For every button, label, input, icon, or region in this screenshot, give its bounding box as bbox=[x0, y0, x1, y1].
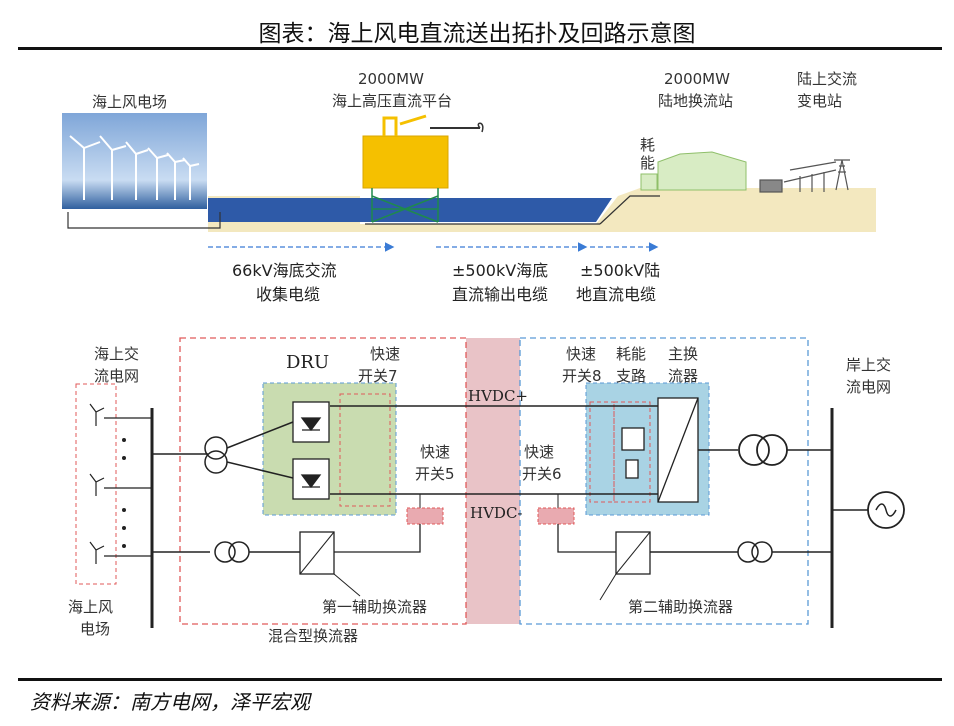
fast-switch-7-box bbox=[339, 393, 391, 507]
hvdc-platform bbox=[362, 114, 484, 223]
wind-turbine-icons bbox=[69, 135, 200, 200]
hvdc-negative-label: HVDC- bbox=[470, 504, 523, 522]
onshore-name: 陆地换流站 bbox=[658, 92, 733, 110]
bottom-rule bbox=[18, 678, 942, 681]
top-rule bbox=[18, 47, 942, 50]
seg1-label-1: 66kV海底交流 bbox=[232, 261, 337, 280]
chopper-label-2: 支路 bbox=[616, 367, 646, 385]
fast-switch-8-box bbox=[589, 401, 615, 503]
main-converter-label-1: 主换 bbox=[668, 345, 698, 363]
sw6-label-2: 开关6 bbox=[522, 465, 562, 483]
sw7-label-1: 快速 bbox=[370, 345, 400, 363]
windfarm-label-2: 电场 bbox=[80, 620, 110, 638]
main-converter-label-2: 流器 bbox=[668, 367, 698, 385]
chopper-label-1: 耗能 bbox=[616, 345, 646, 363]
sw8-label-1: 快速 bbox=[566, 345, 596, 363]
substation-label-1: 陆上交流 bbox=[797, 70, 857, 88]
sw6-label-1: 快速 bbox=[524, 443, 554, 461]
substation-label-2: 变电站 bbox=[797, 92, 842, 110]
seg3-label-2: 地直流电缆 bbox=[576, 285, 656, 304]
substation-icon bbox=[759, 159, 850, 193]
chopper-box bbox=[613, 401, 651, 503]
diode-bridge-icons bbox=[292, 401, 330, 500]
seg2-label-1: ±500kV海底 bbox=[452, 261, 548, 280]
sw8-label-2: 开关8 bbox=[562, 367, 602, 385]
top-scene: 海上风电场 2000MW 海上高压直流平台 耗 能 2000MW 陆地换流站 陆… bbox=[62, 70, 876, 304]
sw7-label-2: 开关7 bbox=[358, 367, 398, 385]
aux-converter-1-label: 第一辅助换流器 bbox=[322, 598, 427, 616]
onshore-converter-box bbox=[519, 337, 809, 625]
ac-cable bbox=[67, 212, 221, 229]
platform-power: 2000MW bbox=[358, 70, 424, 88]
sw5-label-1: 快速 bbox=[420, 443, 450, 461]
seg2-label-2: 直流输出电缆 bbox=[452, 285, 548, 304]
sea bbox=[208, 198, 612, 222]
figure-title: 图表：海上风电直流送出拓扑及回路示意图 bbox=[258, 21, 696, 47]
energy-label-1: 耗 bbox=[640, 136, 655, 154]
fast-switch-6-box bbox=[537, 507, 575, 525]
hvdc-link-band bbox=[466, 338, 520, 624]
shore-grid-label-2: 流电网 bbox=[846, 378, 891, 396]
source-note: 资料来源：南方电网，泽平宏观 bbox=[30, 690, 310, 714]
windfarm-label-1: 海上风 bbox=[68, 598, 113, 616]
sw5-label-2: 开关5 bbox=[415, 465, 455, 483]
turbine-symbols bbox=[89, 403, 152, 564]
hybrid-converter-box bbox=[179, 337, 467, 625]
hybrid-converter-label: 混合型换流器 bbox=[268, 627, 358, 645]
fast-switch-5-box bbox=[406, 507, 444, 525]
onshore-power: 2000MW bbox=[664, 70, 730, 88]
seg1-label-2: 收集电缆 bbox=[256, 285, 320, 304]
circuit-diagram bbox=[75, 337, 905, 628]
aux-converter-2-label: 第二辅助换流器 bbox=[628, 598, 733, 616]
offshore-grid-label-2: 流电网 bbox=[94, 367, 139, 385]
land bbox=[360, 188, 876, 232]
energy-consumption-box bbox=[640, 173, 658, 191]
shore-grid-label-1: 岸上交 bbox=[846, 356, 891, 374]
hvdc-positive-label: HVDC+ bbox=[468, 387, 528, 405]
seg3-label-1: ±500kV陆 bbox=[580, 261, 660, 280]
converter-station-building bbox=[657, 151, 747, 191]
dru-label: DRU bbox=[286, 352, 329, 373]
energy-label-2: 能 bbox=[640, 154, 655, 172]
windfarm-label: 海上风电场 bbox=[92, 93, 167, 111]
main-converter-icon bbox=[621, 397, 699, 503]
offshore-grid-label-1: 海上交 bbox=[94, 345, 139, 363]
platform-name: 海上高压直流平台 bbox=[332, 92, 452, 110]
windfarm-box bbox=[75, 383, 117, 585]
